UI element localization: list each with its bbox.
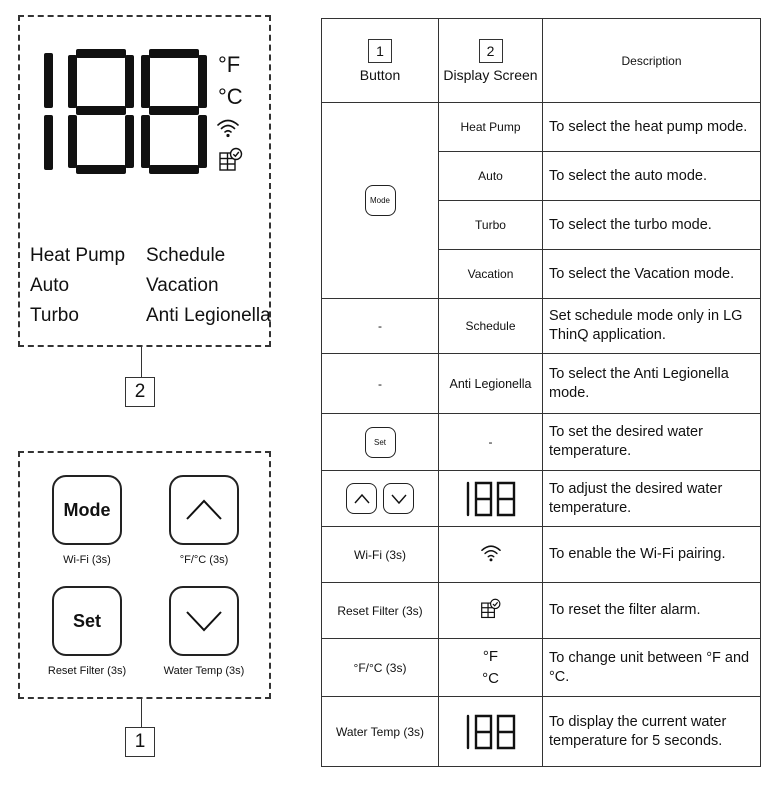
set-button-caption: Reset Filter (3s) [47,665,127,677]
set-button-cell: Set [321,413,439,471]
description-cell: To select the turbo mode. [542,200,761,250]
mode-button-cell: Mode [321,102,439,299]
display-cell [438,526,543,583]
table-row: - Anti Legionella To select the Anti Leg… [321,353,761,414]
table-row: °F/°C (3s) °F °C To change unit between … [321,638,761,697]
up-down-buttons-cell [321,470,439,527]
seven-segment-mini-icon [466,714,515,749]
mode-button[interactable]: Mode [52,475,122,545]
function-table: 1 Button 2 Display Screen Description Mo… [321,18,761,767]
description-cell: To select the Vacation mode. [542,249,761,299]
up-button[interactable] [169,475,239,545]
filter-icon [219,147,243,171]
table-row: Water Temp (3s) To display the current w… [321,696,761,767]
set-button-mini: Set [364,426,396,458]
display-cell [438,696,543,767]
callout-2: 2 [125,377,155,407]
seven-segment-mini-icon [466,481,515,516]
display-cell: Anti Legionella [438,353,543,414]
description-cell: To reset the filter alarm. [542,582,761,639]
button-cell: Wi-Fi (3s) [321,526,439,583]
control-button-panel: Mode Wi-Fi (3s) °F/°C (3s) Set Reset Fil… [18,451,271,699]
display-screen-panel: °F °C Heat Pump Auto Turbo Schedule Vaca… [18,15,271,347]
display-cell: Vacation [438,249,543,299]
wifi-icon [480,545,501,562]
description-cell: To select the heat pump mode. [542,102,761,152]
description-cell: To select the auto mode. [542,151,761,201]
table-row: - Schedule Set schedule mode only in LG … [321,298,761,354]
button-cell: - [321,353,439,414]
table-row: Turbo To select the turbo mode. [322,200,761,250]
display-cell [438,582,543,639]
mode-label-vacation: Vacation [146,275,219,296]
header-description: Description [542,18,761,103]
mode-label-heat-pump: Heat Pump [30,245,126,266]
table-header-row: 1 Button 2 Display Screen Description [321,18,761,103]
table-row: To adjust the desired water temperature. [321,470,761,527]
callout-line-display [141,347,142,377]
down-button-caption: Water Temp (3s) [163,665,245,677]
set-button[interactable]: Set [52,586,122,656]
display-cell: - [438,413,543,471]
display-cell: Turbo [438,200,543,250]
description-cell: To adjust the desired water temperature. [542,470,761,527]
table-row: Set - To set the desired water temperatu… [321,413,761,471]
chevron-down-icon [186,611,222,632]
up-button-mini [346,483,377,514]
display-cell: Auto [438,151,543,201]
seven-segment-display [44,49,207,174]
button-cell: Water Temp (3s) [321,696,439,767]
display-cell: °F °C [438,638,543,697]
fahrenheit-unit: °F [218,52,241,77]
table-row: Reset Filter (3s) To reset the filter al… [321,582,761,639]
description-cell: To enable the Wi-Fi pairing. [542,526,761,583]
fahrenheit-unit: °F [482,647,499,665]
display-cell: Heat Pump [438,102,543,152]
down-button[interactable] [169,586,239,656]
chevron-down-icon [390,494,407,504]
callout-1: 1 [125,727,155,757]
mode-button-caption: Wi-Fi (3s) [63,554,111,566]
display-cell: Schedule [438,298,543,354]
up-button-caption: °F/°C (3s) [179,554,229,566]
temperature-units: °F °C [218,49,243,113]
table-row: Wi-Fi (3s) To enable the Wi-Fi pairing. [321,526,761,583]
mode-button-mini: Mode [364,185,396,216]
celsius-unit: °C [218,84,243,109]
button-cell: Reset Filter (3s) [321,582,439,639]
header-button: 1 Button [321,18,439,103]
header-display-screen: 2 Display Screen [438,18,543,103]
mode-label-anti-legionella: Anti Legionella [146,305,271,326]
table-row: Vacation To select the Vacation mode. [322,249,761,299]
filter-icon [480,598,500,619]
description-cell: To set the desired water temperature. [542,413,761,471]
callout-line-buttons [141,699,142,727]
celsius-unit: °C [482,669,499,687]
chevron-up-icon [186,499,222,520]
description-cell: Set schedule mode only in LG ThinQ appli… [542,298,761,354]
description-cell: To change unit between °F and °C. [542,638,761,697]
table-row: Mode Heat Pump To select the heat pump m… [321,102,761,299]
button-cell: - [321,298,439,354]
mode-label-auto: Auto [30,275,70,296]
description-cell: To select the Anti Legionella mode. [542,353,761,414]
wifi-icon [217,119,239,138]
chevron-up-icon [353,493,370,503]
button-cell: °F/°C (3s) [321,638,439,697]
mode-label-turbo: Turbo [30,305,79,326]
down-button-mini [383,483,414,514]
mode-label-schedule: Schedule [146,245,226,266]
display-cell [438,470,543,527]
description-cell: To display the current water temperature… [542,696,761,767]
table-row: Auto To select the auto mode. [322,151,761,201]
